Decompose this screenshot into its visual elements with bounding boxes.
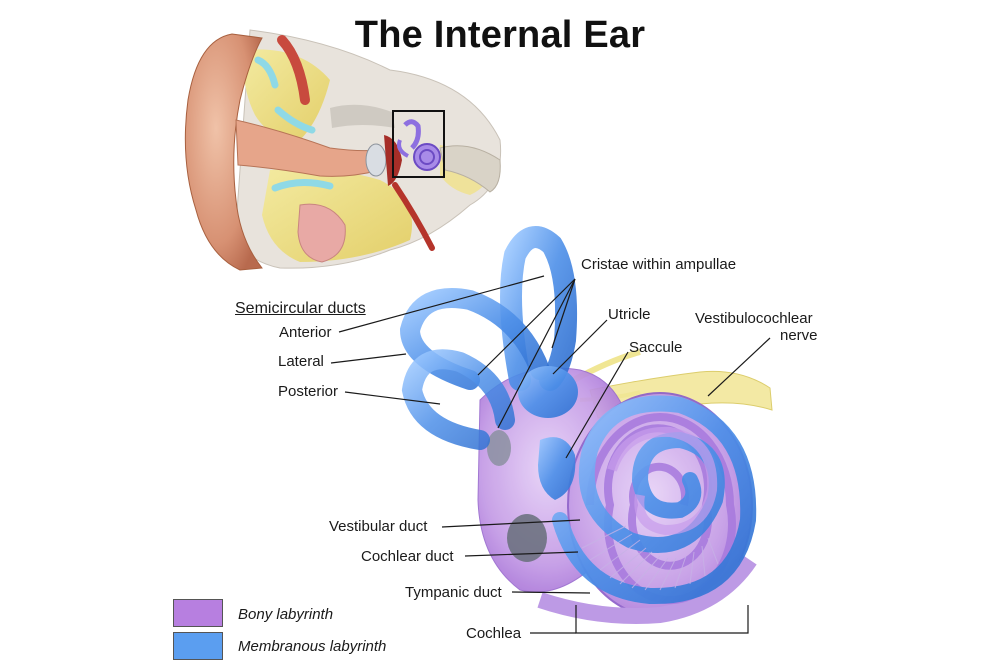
label-tympanic-duct: Tympanic duct [405, 584, 502, 601]
label-cristae: Cristae within ampullae [581, 256, 737, 273]
leader-nerve [707, 337, 771, 397]
leader-cochlear-duct [464, 551, 579, 557]
legend-label-membranous: Membranous labyrinth [238, 638, 387, 655]
label-lateral: Lateral [278, 353, 324, 370]
label-nerve: nerve [780, 327, 818, 344]
leader-lines [330, 275, 771, 634]
leader-anterior [338, 275, 545, 333]
leader-vestibular-duct [441, 519, 581, 528]
leader-tympanic-duct [511, 591, 591, 594]
label-saccule: Saccule [629, 339, 683, 356]
label-cochlea: Cochlea [466, 625, 522, 642]
legend-label-bony: Bony labyrinth [238, 606, 334, 623]
label-semicircular-ducts: Semicircular ducts [235, 300, 366, 317]
leader-saccule [565, 351, 629, 459]
label-utricle: Utricle [608, 306, 651, 323]
legend-swatch-bony [173, 599, 223, 627]
leader-posterior [344, 391, 441, 405]
leader-cristae-3 [551, 278, 576, 349]
leader-utricle [552, 319, 608, 375]
label-vestibular-duct: Vestibular duct [329, 518, 428, 535]
legend-swatch-membranous [173, 632, 223, 660]
leader-cristae-1 [477, 278, 576, 376]
leader-cristae-2 [497, 278, 576, 429]
label-cochlear-duct: Cochlear duct [361, 548, 454, 565]
cochlea-bracket [575, 605, 749, 634]
label-vestibulocochlear: Vestibulocochlear [695, 310, 813, 327]
zoom-box [392, 110, 445, 178]
label-posterior: Posterior [278, 383, 339, 400]
page-title: The Internal Ear [354, 14, 646, 56]
inner-ear-thumbnail [397, 119, 441, 171]
outer-ear-section [184, 29, 502, 271]
membranous-labyrinth-shape [399, 226, 757, 605]
leader-lateral [330, 353, 407, 364]
label-anterior: Anterior [279, 324, 332, 341]
